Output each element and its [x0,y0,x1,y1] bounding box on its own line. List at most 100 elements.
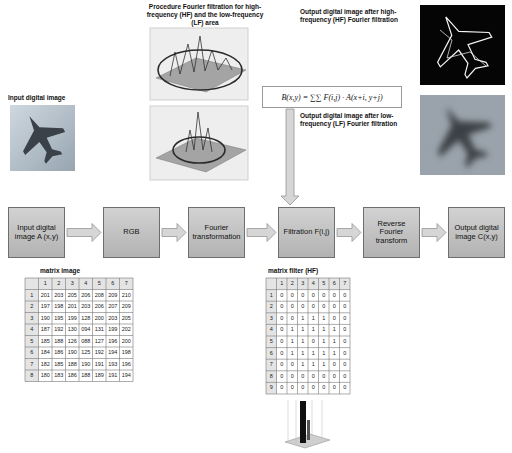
table-cell: 0 [340,359,351,371]
table-cell: 7 [266,359,277,371]
table-cell: 198 [120,347,134,359]
table-cell: 0 [298,301,309,313]
table-cell: 193 [106,359,120,371]
table-cell: 0 [277,313,288,325]
table-cell: 188 [66,359,80,371]
table-cell: 190 [66,347,80,359]
plot-surface [156,138,246,172]
table-cell: 202 [120,324,134,336]
table-cell: 185 [39,336,53,348]
node-text: Filtration F(i,j) [284,228,330,237]
table-cell: 207 [106,301,120,313]
table-cell: 0 [340,348,351,360]
table-cell: 191 [93,359,107,371]
table-cell: 2 [25,301,39,313]
table-cell: 200 [93,313,107,325]
plane-edges [420,2,503,87]
table-caption: matrix image [40,267,130,275]
image-caption: Output digital image after high-frequenc… [300,8,414,24]
table-cell: 4 [308,278,319,290]
table-cell: 206 [79,290,93,302]
table-cell: 0 [340,301,351,313]
table-cell: 0 [329,313,340,325]
process-box: Fourier transformation [188,207,245,258]
table-cell: 0 [277,382,288,394]
table-cell: 194 [120,370,134,382]
table-grid [25,278,133,382]
table-cell: 7 [120,278,134,290]
table-cell: 1 [287,336,298,348]
edge-traces [440,30,486,66]
chart-grid [288,400,322,444]
table-cell: 128 [79,313,93,325]
table-cell: 0 [287,290,298,302]
node-text: Reverse Fourier transform [366,220,417,246]
table-cell: 1 [329,348,340,360]
input-photo [10,105,75,171]
table-cell: 0 [340,336,351,348]
table-cell: 1 [287,348,298,360]
plot-spikes [170,36,232,76]
table-header [25,278,39,382]
node-text: RGB [123,228,139,237]
plot-panel [150,28,248,100]
table-cell: 190 [39,313,53,325]
flow-arrow [247,224,276,242]
table-cell: 192 [52,324,66,336]
hf-output-photo [420,5,505,85]
table-cell: 1 [298,313,309,325]
table-cell: 186 [52,347,66,359]
table-cell: 0 [287,313,298,325]
process-box: Output digital image C(x,y) [448,207,505,258]
table-cell: 0 [319,382,330,394]
table-cell: 1 [308,359,319,371]
table-grid [266,278,350,394]
table-cell: 1 [329,336,340,348]
process-box: Filtration F(i,j) [278,207,335,258]
table-cell: 0 [319,301,330,313]
table-cell: 185 [52,359,66,371]
table-cell: 196 [120,359,134,371]
table-cell: 1 [319,348,330,360]
table-cell: 209 [106,290,120,302]
process-box: Input digital image A (x,y) [8,207,65,258]
node-text: Output digital image C(x,y) [451,224,502,241]
table-cell: 198 [52,301,66,313]
table-cell: 125 [79,347,93,359]
table-cell: 126 [66,336,80,348]
table-cell: 0 [308,290,319,302]
table-cell: 8 [25,370,39,382]
table-cell: 0 [287,382,298,394]
table-cell: 5 [319,278,330,290]
table-cell: 0 [319,290,330,302]
table-cell: 7 [340,278,351,290]
table-cell: 2 [266,301,277,313]
table-cell: 0 [329,382,340,394]
table-cell: 0 [308,336,319,348]
flow-arrow [67,224,101,242]
table-cell: 131 [93,324,107,336]
table-cell: 205 [66,290,80,302]
table-cell: 6 [106,278,120,290]
table-cell: 0 [277,359,288,371]
table-cell: 0 [340,382,351,394]
table-cell: 203 [79,301,93,313]
table-cell: 1 [319,359,330,371]
table-cell: 9 [266,382,277,394]
table-cell: 5 [93,278,107,290]
table-cell: 182 [39,359,53,371]
table-cell: 0 [329,301,340,313]
table-cell: 0 [308,382,319,394]
table-cell: 203 [106,313,120,325]
table-cell: 1 [25,290,39,302]
table-cell: 4 [79,278,93,290]
table-cell: 0 [340,371,351,383]
table-cell: 1 [308,313,319,325]
table-cell: 206 [93,301,107,313]
table-cell: 3 [25,313,39,325]
table-cell: 0 [298,382,309,394]
flow-arrow [281,109,299,205]
